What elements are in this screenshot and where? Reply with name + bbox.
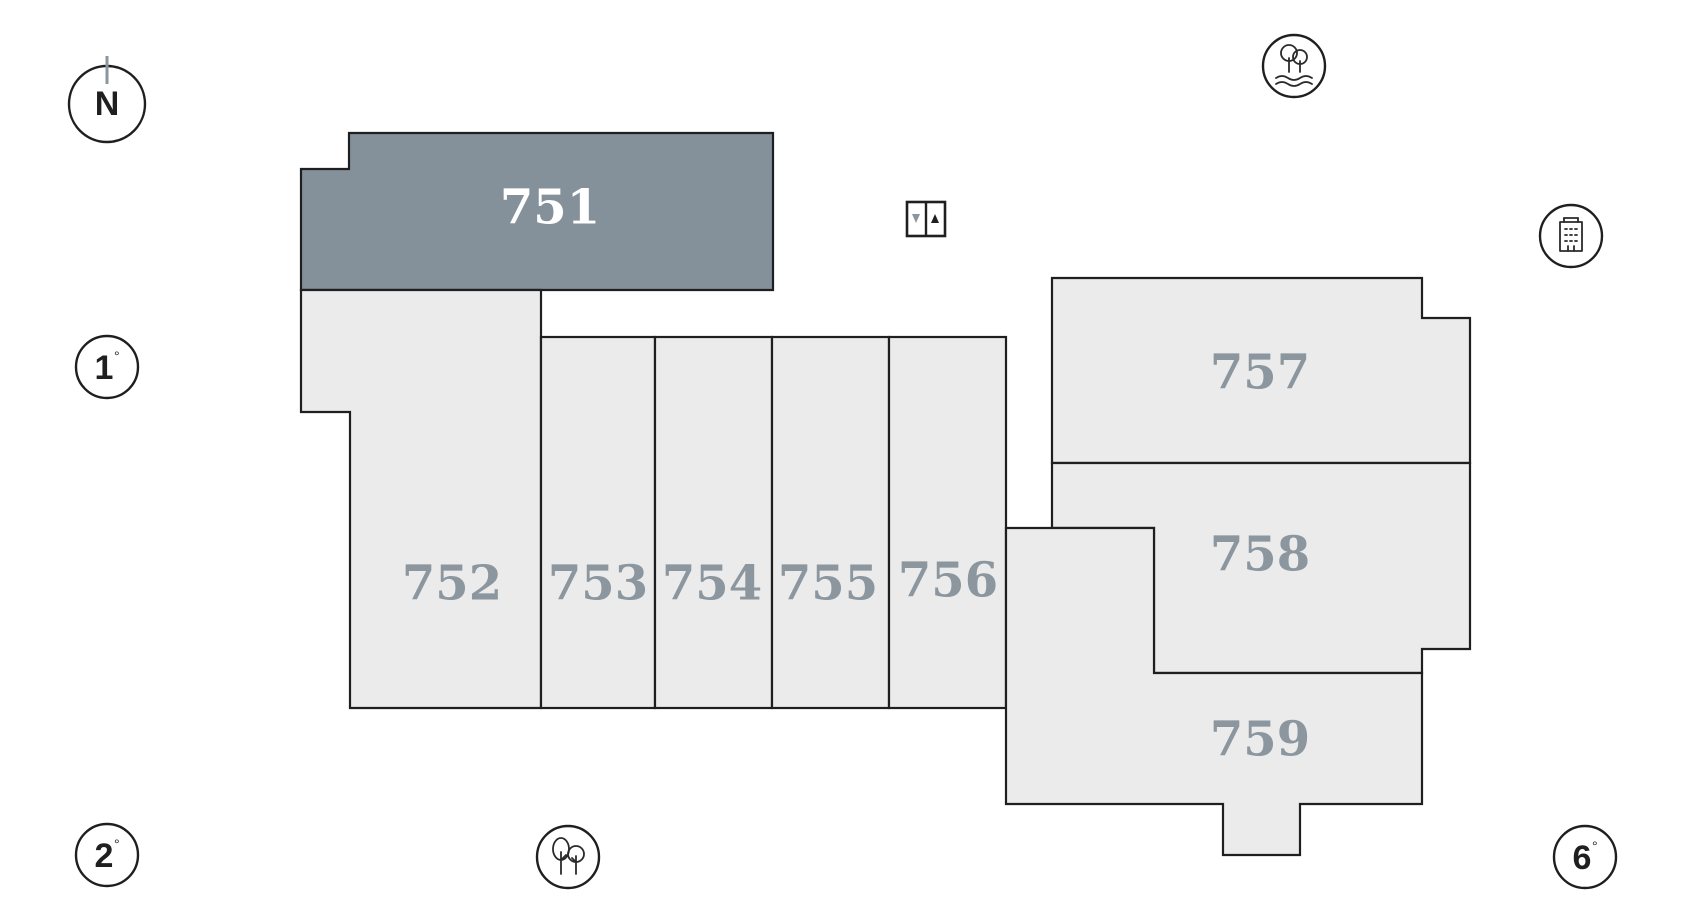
orientation-marker-2: 2 ° — [74, 822, 140, 888]
compass-north-icon: N — [67, 56, 147, 144]
degree-symbol: ° — [1592, 838, 1598, 854]
unit-753[interactable]: 753 — [539, 335, 657, 710]
unit-751[interactable]: 751 — [299, 131, 775, 292]
unit-754[interactable]: 754 — [653, 335, 774, 710]
compass-label: N — [95, 85, 120, 123]
orientation-number: 1 — [95, 349, 114, 387]
orientation-number: 6 — [1573, 839, 1592, 877]
unit-756[interactable]: 756 — [887, 335, 1008, 710]
park-lake-icon — [1261, 33, 1327, 99]
building-icon — [1538, 203, 1604, 269]
elevator-icon — [905, 200, 947, 238]
park-trees-icon — [535, 824, 601, 890]
unit-757[interactable]: 757 — [1050, 276, 1472, 465]
unit-755[interactable]: 755 — [770, 335, 891, 710]
orientation-marker-6: 6 ° — [1552, 824, 1618, 890]
degree-symbol: ° — [114, 836, 120, 852]
orientation-number: 2 — [95, 837, 114, 875]
unit-752[interactable]: 752 — [299, 288, 543, 710]
orientation-marker-1: 1 ° — [74, 334, 140, 400]
degree-symbol: ° — [114, 348, 120, 364]
